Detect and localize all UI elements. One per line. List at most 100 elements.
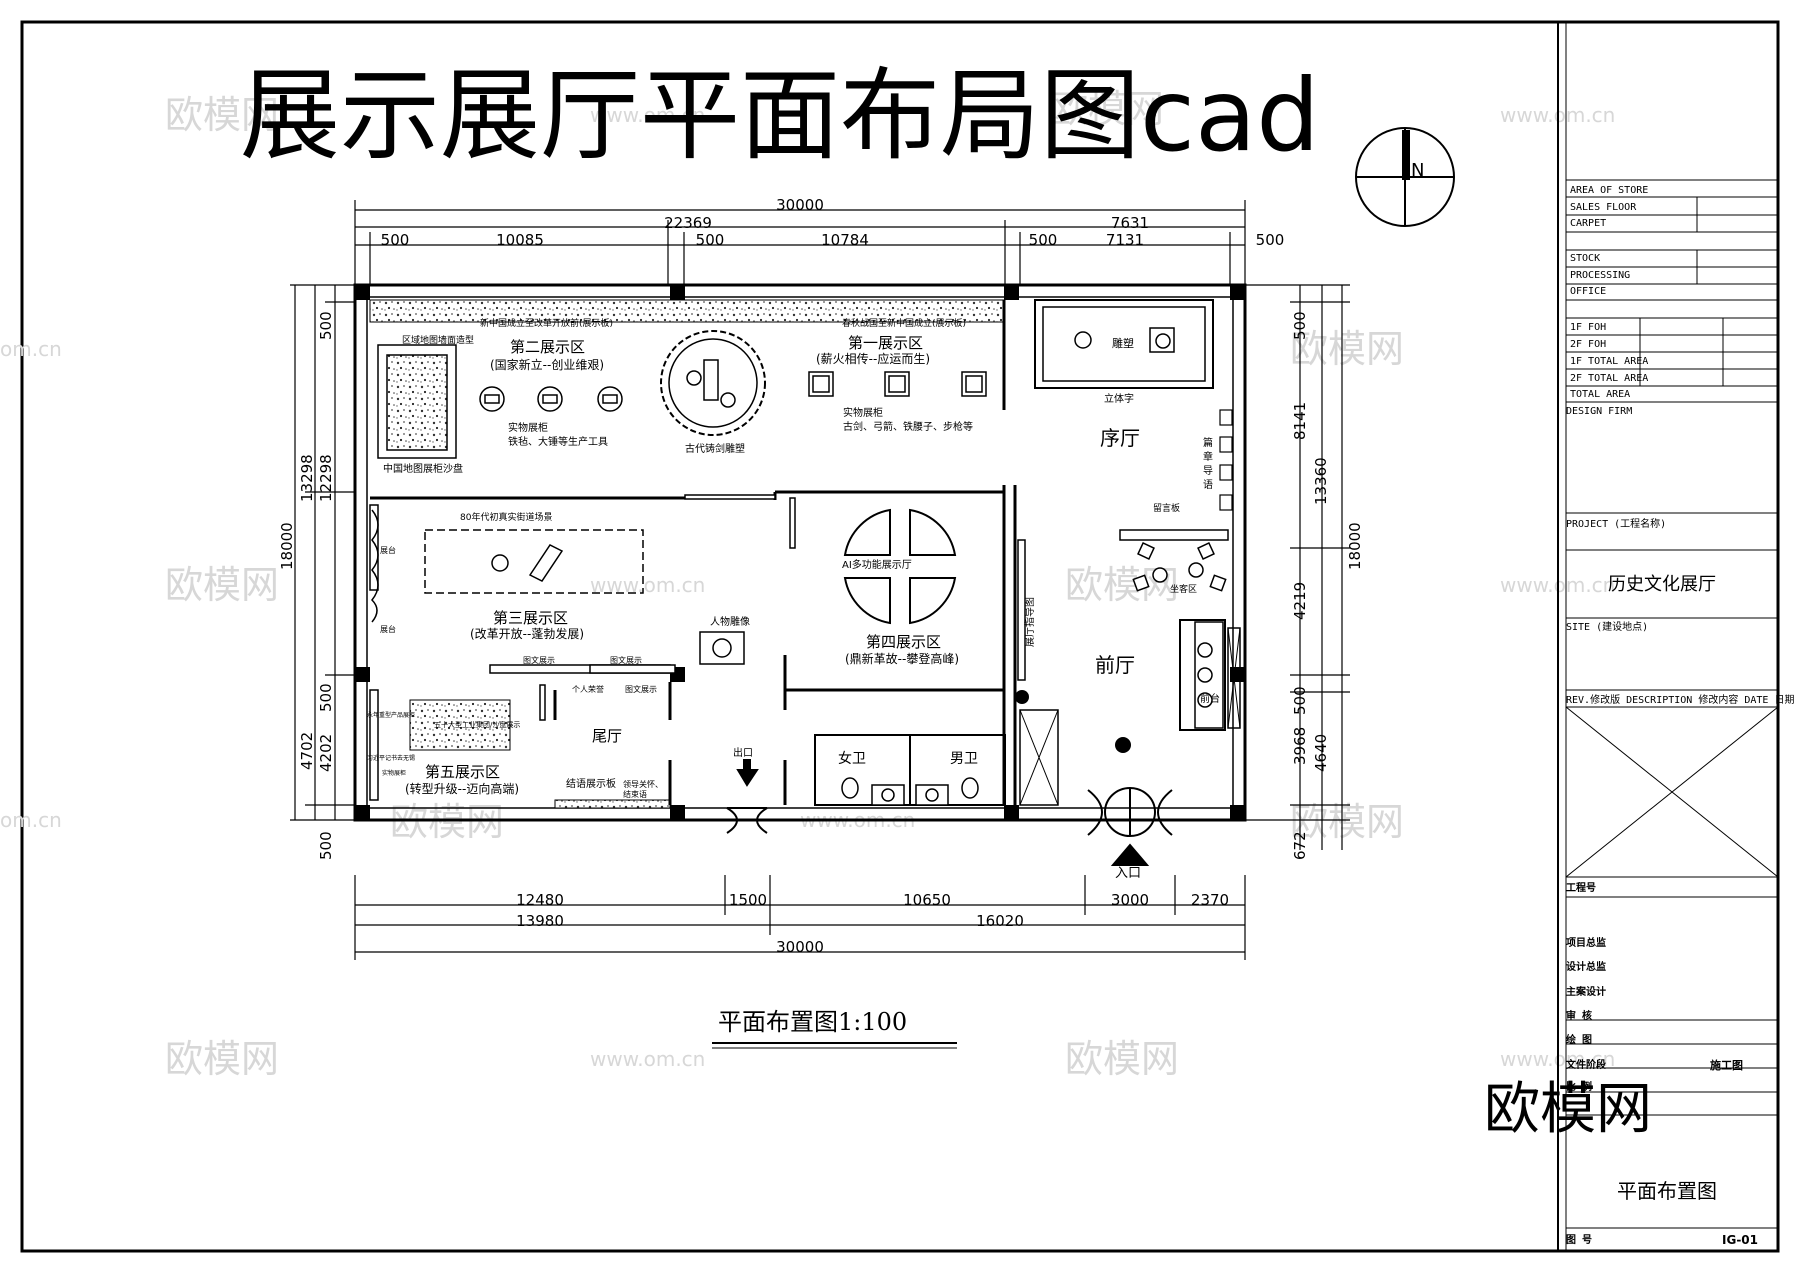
- svg-text:2F TOTAL AREA: 2F TOTAL AREA: [1570, 373, 1648, 384]
- svg-text:实物展柜: 实物展柜: [843, 406, 883, 419]
- svg-text:3968: 3968: [1291, 727, 1309, 765]
- svg-text:第三展示区: 第三展示区: [493, 609, 568, 627]
- svg-text:第四展示区: 第四展示区: [866, 633, 941, 651]
- entrance-door[interactable]: [1087, 787, 1173, 866]
- svg-text:30000: 30000: [776, 196, 824, 214]
- svg-text:语: 语: [1203, 479, 1213, 491]
- svg-text:女卫: 女卫: [838, 750, 866, 767]
- svg-text:om.cn: om.cn: [0, 337, 62, 361]
- project-name: 历史文化展厅: [1608, 574, 1716, 595]
- svg-text:10085: 10085: [496, 231, 544, 249]
- svg-text:文件阶段: 文件阶段: [1566, 1058, 1606, 1071]
- svg-text:500: 500: [317, 683, 335, 712]
- svg-text:SITE (建设地点): SITE (建设地点): [1566, 620, 1648, 633]
- svg-text:N: N: [1411, 160, 1424, 181]
- svg-text:SALES FLOOR: SALES FLOOR: [1570, 202, 1637, 213]
- svg-text:CARPET: CARPET: [1570, 218, 1606, 229]
- svg-text:图文展示: 图文展示: [625, 684, 657, 694]
- plan-labels: 新中国成立至改革开放前(展示板) 春秋战国至新中国成立(展示板) 区域地图墙面造…: [367, 317, 1220, 1036]
- svg-text:立体字: 立体字: [1104, 392, 1134, 405]
- brand-watermark: 欧模网: [1484, 1077, 1652, 1142]
- svg-text:欧模网: 欧模网: [165, 1037, 279, 1081]
- svg-text:OFFICE: OFFICE: [1570, 286, 1606, 297]
- svg-text:欧模网: 欧模网: [1050, 87, 1164, 131]
- svg-text:500: 500: [317, 831, 335, 860]
- svg-text:PROJECT (工程名称): PROJECT (工程名称): [1566, 517, 1666, 530]
- svg-text:展厅指导图: 展厅指导图: [1023, 597, 1036, 647]
- svg-text:比 例: 比 例: [1566, 1080, 1592, 1093]
- svg-text:2F FOH: 2F FOH: [1570, 339, 1606, 350]
- svg-text:坐客区: 坐客区: [1170, 583, 1197, 595]
- svg-text:4202: 4202: [317, 734, 335, 772]
- svg-text:个人荣誉: 个人荣誉: [572, 684, 604, 694]
- floor-plan: [353, 283, 1247, 866]
- top-dimension-labels: 30000 22369 7631 500 10085 500 10784 500…: [381, 196, 1285, 249]
- svg-text:13298: 13298: [298, 454, 316, 502]
- svg-text:30000: 30000: [776, 938, 824, 956]
- svg-text:500: 500: [1291, 311, 1309, 340]
- svg-text:习近平记书去无锡: 习近平记书去无锡: [367, 754, 415, 762]
- svg-text:10784: 10784: [821, 231, 869, 249]
- svg-text:80年代初真实街道场景: 80年代初真实街道场景: [460, 511, 552, 523]
- svg-text:领导关怀、: 领导关怀、: [623, 779, 663, 789]
- svg-text:图 号: 图 号: [1566, 1234, 1592, 1246]
- svg-text:500: 500: [1291, 686, 1309, 715]
- svg-text:16020: 16020: [976, 912, 1024, 930]
- svg-text:AI多功能展示厅: AI多功能展示厅: [842, 558, 912, 571]
- svg-text:五十大型工业集团/沙盘展示: 五十大型工业集团/沙盘展示: [434, 720, 520, 729]
- svg-text:500: 500: [696, 231, 725, 249]
- svg-text:TOTAL AREA: TOTAL AREA: [1570, 389, 1630, 400]
- svg-text:4219: 4219: [1291, 582, 1309, 620]
- plan-caption: 平面布置图1:100: [718, 1008, 907, 1036]
- svg-text:www.om.cn: www.om.cn: [590, 1047, 705, 1071]
- right-dimension-labels: 18000 13360 500 8141 4219 500 3968 4640 …: [1291, 311, 1364, 860]
- svg-text:10650: 10650: [903, 891, 951, 909]
- svg-text:欧模网: 欧模网: [390, 800, 504, 844]
- svg-text:图文展示: 图文展示: [523, 655, 555, 665]
- svg-text:(转型升级--迈向高端): (转型升级--迈向高端): [405, 781, 519, 796]
- svg-text:8141: 8141: [1291, 402, 1309, 440]
- svg-text:(鼎新革故--攀登高峰): (鼎新革故--攀登高峰): [845, 651, 959, 666]
- svg-text:展台: 展台: [380, 624, 396, 634]
- title-block: AREA OF STORE SALES FLOOR CARPET STOCK P…: [1484, 21, 1794, 1252]
- svg-text:500: 500: [1029, 231, 1058, 249]
- svg-text:1F FOH: 1F FOH: [1570, 322, 1606, 333]
- svg-text:2370: 2370: [1191, 891, 1229, 909]
- svg-text:欧模网: 欧模网: [1065, 1037, 1179, 1081]
- weapon-cabinets: [808, 371, 987, 397]
- svg-text:结束语: 结束语: [623, 789, 647, 799]
- svg-text:(改革开放--蓬勃发展): (改革开放--蓬勃发展): [470, 626, 584, 641]
- svg-text:雕塑: 雕塑: [1112, 336, 1134, 350]
- bottom-dimension-labels: 12480 1500 10650 3000 2370 13980 16020 3…: [516, 891, 1229, 956]
- exit-door[interactable]: [726, 759, 768, 834]
- svg-text:工程号: 工程号: [1566, 881, 1596, 894]
- svg-text:第五展示区: 第五展示区: [425, 763, 500, 781]
- svg-text:AREA OF STORE: AREA OF STORE: [1570, 185, 1648, 196]
- svg-text:前台: 前台: [1200, 692, 1220, 705]
- svg-text:IG-01: IG-01: [1722, 1233, 1758, 1247]
- svg-text:项目总监: 项目总监: [1566, 936, 1606, 949]
- svg-text:图文展示: 图文展示: [610, 655, 642, 665]
- svg-text:(薪火相传--应运而生): (薪火相传--应运而生): [816, 351, 930, 366]
- svg-text:1500: 1500: [729, 891, 767, 909]
- drawing-title: 平面布置图: [1617, 1179, 1717, 1203]
- lounge-seats: [1132, 542, 1227, 592]
- left-dimension-labels: 18000 13298 12298 500 4702 4202 500 500: [278, 311, 335, 860]
- left-dimensions: [290, 284, 355, 821]
- svg-text:12298: 12298: [317, 454, 335, 502]
- svg-text:审 核: 审 核: [1566, 1009, 1592, 1022]
- svg-text:春秋战国至新中国成立(展示板): 春秋战国至新中国成立(展示板): [842, 317, 966, 329]
- svg-text:欧模网: 欧模网: [1290, 800, 1404, 844]
- svg-text:672: 672: [1291, 831, 1309, 860]
- svg-text:欧模网: 欧模网: [165, 563, 279, 607]
- svg-text:入口: 入口: [1115, 866, 1141, 881]
- svg-text:7631: 7631: [1111, 214, 1149, 232]
- sculpture-platform: [1034, 299, 1214, 389]
- svg-text:新中国成立至改革开放前(展示板): 新中国成立至改革开放前(展示板): [480, 317, 613, 329]
- page-title: 展示展厅平面布局图cad: [240, 57, 1320, 174]
- right-dimensions: [1245, 284, 1350, 850]
- svg-text:章: 章: [1203, 450, 1213, 463]
- svg-text:13980: 13980: [516, 912, 564, 930]
- bottom-dimensions: [354, 875, 1246, 960]
